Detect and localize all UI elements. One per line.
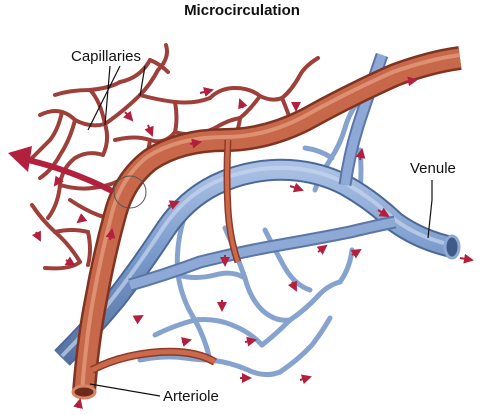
capillaries-label: Capillaries (71, 48, 142, 65)
capillary-network (28, 43, 320, 271)
diagram-title: Microcirculation (184, 2, 300, 19)
outflow-arrow (8, 146, 113, 193)
sphincter-highlight (113, 175, 147, 209)
venule-label: Venule (410, 160, 456, 177)
main-arteriole (71, 46, 462, 400)
leader-lines (87, 65, 433, 397)
flow-arrows (31, 76, 474, 409)
arteriole-label: Arteriole (163, 388, 219, 405)
